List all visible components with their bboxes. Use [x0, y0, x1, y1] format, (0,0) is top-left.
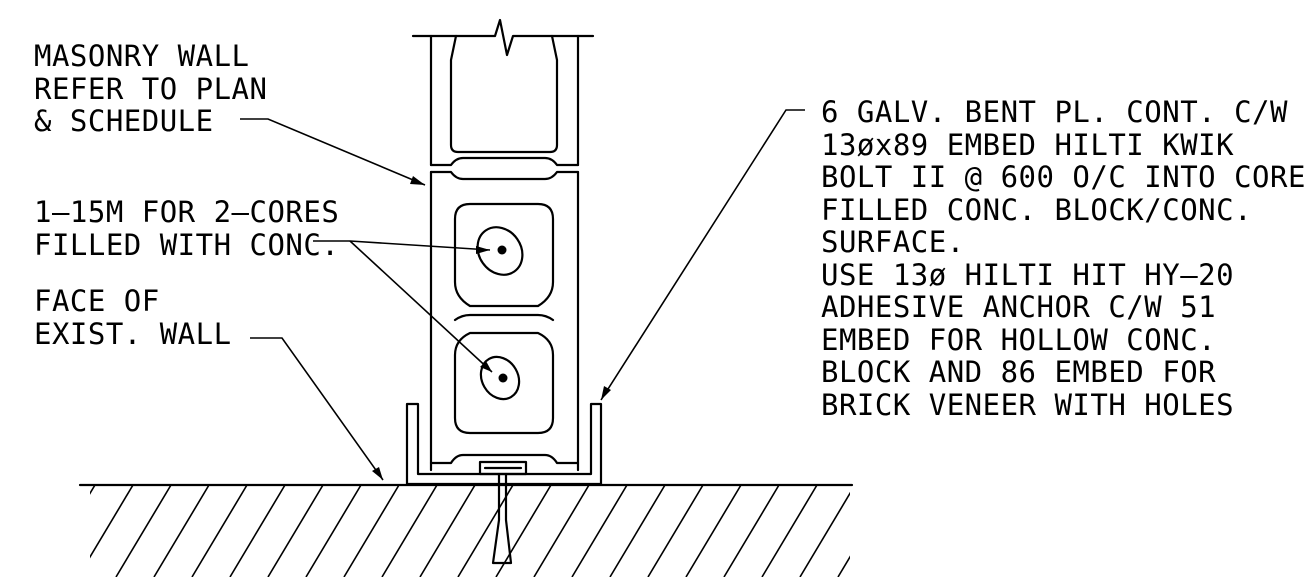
rebar-note: 1–15M FOR 2–CORES FILLED WITH CONC.	[34, 196, 339, 261]
hatch-line	[571, 485, 628, 577]
hatch-line	[381, 485, 438, 577]
note-line: 1–15M FOR 2–CORES	[34, 195, 340, 229]
note-line: & SCHEDULE	[34, 104, 214, 138]
leader-lines	[240, 109, 805, 481]
rebar-cores	[476, 226, 524, 401]
hatch-line	[191, 485, 248, 577]
note-line: FACE OF	[34, 284, 160, 318]
hatch-line	[305, 485, 362, 577]
note-line: MASONRY WALL	[34, 39, 250, 73]
bent-plate-note: 6 GALV. BENT PL. CONT. C/W 13øx89 EMBED …	[821, 96, 1306, 421]
hatch-line	[685, 485, 742, 577]
bent-plate	[405, 402, 603, 486]
note-line: BRICK VENEER WITH HOLES	[821, 387, 1235, 422]
note-line: BOLT II @ 600 O/C INTO CORE	[821, 160, 1306, 194]
hatch-line	[115, 485, 172, 577]
hatch-line	[90, 485, 134, 577]
note-line: BLOCK AND 86 EMBED FOR	[821, 355, 1217, 389]
note-line: 13øx89 EMBED HILTI KWIK	[821, 127, 1235, 162]
note-line: USE 13ø HILTI HIT HY–20	[821, 257, 1235, 292]
note-line: ADHESIVE ANCHOR C/W 51	[821, 290, 1217, 324]
hatch-line	[876, 485, 931, 577]
upper-masonry-block	[411, 18, 595, 167]
hatch-line	[761, 485, 818, 577]
hatch-line	[609, 485, 666, 577]
hatch-line	[229, 485, 286, 577]
note-line: SURFACE.	[821, 225, 965, 259]
hatch-line	[647, 485, 704, 577]
note-line: 6 GALV. BENT PL. CONT. C/W	[821, 95, 1288, 129]
note-line: REFER TO PLAN	[34, 71, 268, 106]
lower-masonry-block	[429, 170, 580, 472]
masonry-wall-note: MASONRY WALL REFER TO PLAN & SCHEDULE	[34, 40, 267, 138]
hatch-line	[153, 485, 210, 577]
hatch-line	[90, 485, 96, 577]
existing-wall-note: FACE OF EXIST. WALL	[34, 285, 232, 350]
anchor-bolt	[491, 472, 513, 565]
hatch-line	[419, 485, 476, 577]
note-line: EMBED FOR HOLLOW CONC.	[821, 322, 1217, 357]
hatch-line	[799, 485, 850, 577]
ground-hatch	[78, 483, 931, 577]
hatch-line	[837, 485, 850, 577]
hatch-line	[533, 485, 590, 577]
note-line: FILLED CONC. BLOCK/CONC.	[821, 192, 1253, 227]
note-line: EXIST. WALL	[34, 316, 232, 351]
hatch-line	[723, 485, 780, 577]
hatch-line	[457, 485, 514, 577]
note-line: FILLED WITH CONC.	[34, 227, 340, 262]
hatch-line	[267, 485, 324, 577]
hatch-line	[495, 485, 552, 577]
hatch-line	[343, 485, 400, 577]
